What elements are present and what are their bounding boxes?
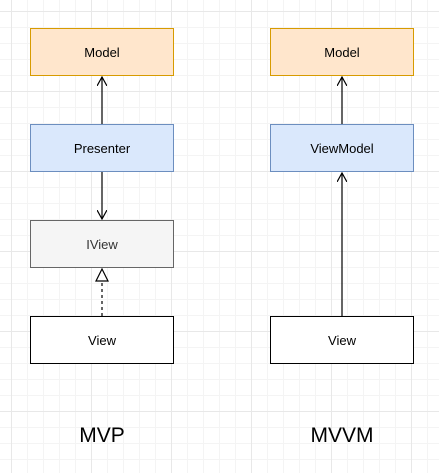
mvvm-caption: MVVM — [310, 424, 374, 447]
mvp-view-label: View — [88, 332, 116, 348]
mvvm-viewmodel-box: ViewModel — [270, 124, 414, 172]
mvp-model-label: Model — [84, 44, 120, 60]
mvp-iview-box: IView — [30, 220, 174, 268]
mvvm-model-box: Model — [270, 28, 414, 76]
mvvm-viewmodel-label: ViewModel — [310, 140, 374, 156]
mvp-model-box: Model — [30, 28, 174, 76]
mvp-iview-label: IView — [86, 236, 118, 252]
mvp-caption: MVP — [79, 424, 125, 447]
mvp-presenter-box: Presenter — [30, 124, 174, 172]
mvvm-model-label: Model — [324, 44, 360, 60]
mvvm-view-box: View — [270, 316, 414, 364]
mvp-view-box: View — [30, 316, 174, 364]
mvvm-view-label: View — [328, 332, 356, 348]
mvp-presenter-label: Presenter — [73, 140, 131, 156]
